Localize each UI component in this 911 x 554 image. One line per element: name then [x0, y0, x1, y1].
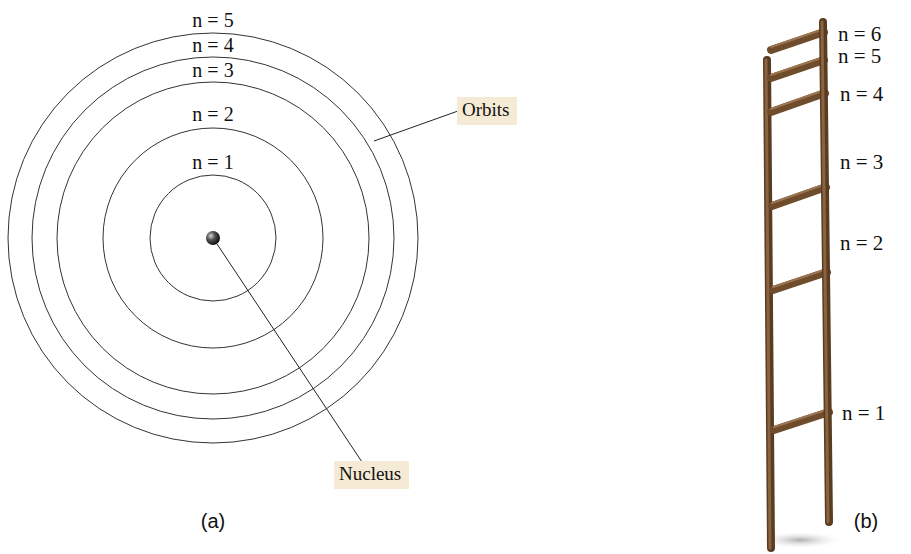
- ladder-rung-highlight: [772, 184, 826, 203]
- ladder-rung: [772, 187, 826, 206]
- panel-label: (b): [854, 511, 878, 531]
- ladder-rail-highlight: [766, 60, 770, 548]
- ladder-rung-highlight: [774, 409, 829, 427]
- ladder-rung: [771, 93, 825, 112]
- callout-label: Nucleus: [339, 463, 404, 485]
- orbit-circle: [150, 175, 276, 301]
- orbit-circle: [57, 82, 369, 394]
- leader-line: [217, 244, 362, 462]
- ladder-rung: [771, 60, 824, 78]
- rung-number: n = 4: [840, 84, 883, 105]
- orbit-circle: [8, 33, 418, 443]
- rung-number: n = 1: [842, 403, 885, 424]
- panel-label: (a): [201, 511, 225, 531]
- ladder-rung-highlight: [773, 269, 827, 287]
- orbit-circles: [8, 33, 418, 443]
- rung-number: n = 3: [840, 152, 883, 173]
- ladder-rail: [767, 60, 771, 548]
- ladder-rail-highlight: [822, 22, 828, 522]
- orbit-number: n = 5: [189, 10, 236, 30]
- orbit-circle: [103, 128, 323, 348]
- orbit-number: n = 1: [189, 152, 236, 172]
- ladder: [766, 22, 829, 548]
- ladder-rung-highlight: [771, 90, 825, 109]
- orbit-circle: [32, 57, 394, 419]
- ladder-rung: [771, 32, 824, 50]
- ladder-rail: [823, 22, 829, 522]
- callout-label: Orbits: [462, 99, 512, 121]
- ladder-rung-highlight: [771, 29, 824, 47]
- rung-number: n = 5: [838, 46, 881, 67]
- orbit-number: n = 2: [189, 104, 236, 124]
- rung-number: n = 6: [838, 24, 881, 45]
- rung-number: n = 2: [840, 233, 883, 254]
- nucleus-sphere: [206, 231, 220, 245]
- ladder-rung-highlight: [771, 57, 824, 75]
- leader-line: [374, 111, 458, 141]
- orbit-number: n = 3: [189, 60, 236, 80]
- callout-box: Nucleus: [334, 461, 409, 489]
- callout-box: Orbits: [457, 97, 517, 125]
- orbit-number: n = 4: [189, 35, 236, 55]
- ladder-rung: [774, 412, 829, 430]
- ladder-rung: [773, 272, 827, 290]
